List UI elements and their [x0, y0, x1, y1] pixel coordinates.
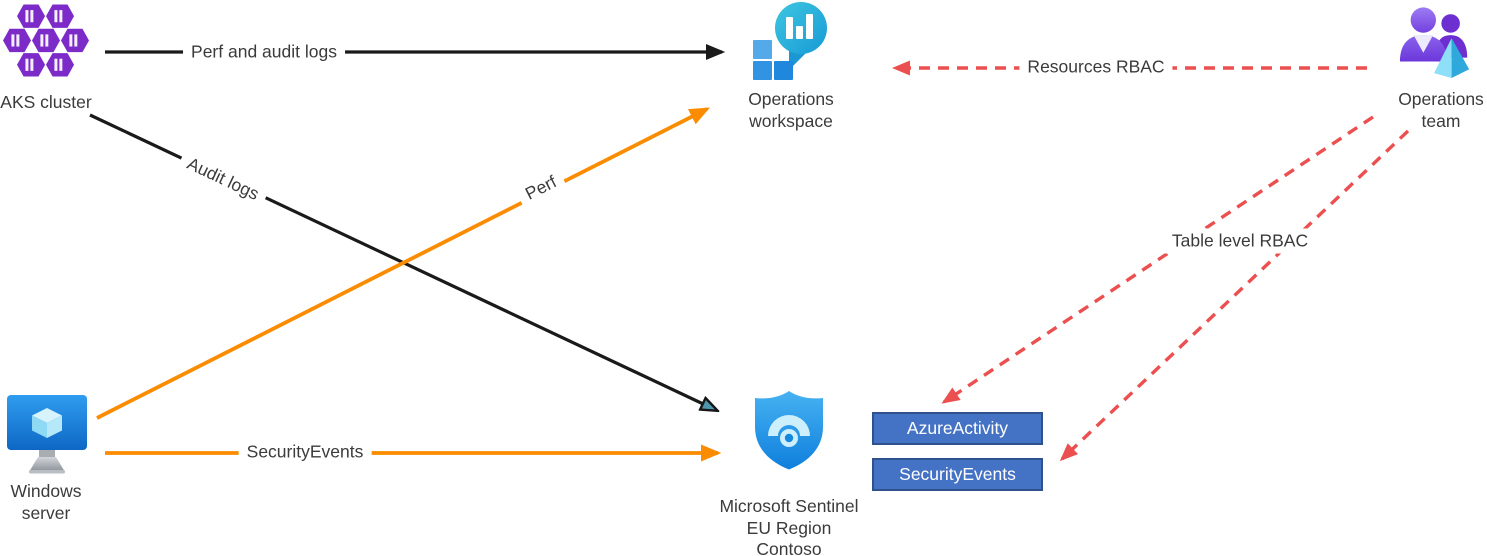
- edge-label-security-events: SecurityEvents: [238, 439, 372, 465]
- edge-table-level-rbac-securityevents: [1059, 129, 1410, 462]
- edge-label-table-level-rbac: Table level RBAC: [1163, 228, 1317, 254]
- log-analytics-workspace-icon: [745, 2, 831, 87]
- edge-label-resources-rbac: Resources RBAC: [1019, 54, 1173, 80]
- edge-label-perf-and-audit-logs: Perf and audit logs: [183, 39, 345, 65]
- microsoft-sentinel-icon: [747, 388, 831, 477]
- security-events-table-box: SecurityEvents: [872, 458, 1043, 491]
- microsoft-sentinel-label: Microsoft Sentinel EU Region Contoso: [719, 496, 859, 556]
- azure-activity-table-label: AzureActivity: [906, 418, 1009, 438]
- operations-team-label: Operations team: [1398, 89, 1484, 131]
- edge-perf: [96, 107, 711, 420]
- windows-server-icon: [6, 393, 88, 484]
- windows-server-label: Windows server: [10, 481, 82, 523]
- operations-workspace-label: Operations workspace: [748, 89, 834, 131]
- azure-activity-table-box: AzureActivity: [872, 412, 1043, 445]
- operations-team-icon: [1395, 2, 1477, 85]
- security-events-table-label: SecurityEvents: [899, 464, 1016, 484]
- edge-table-level-rbac-azureactivity: [941, 115, 1374, 404]
- aks-cluster-icon: [3, 3, 89, 82]
- aks-cluster-label: AKS cluster: [0, 92, 92, 112]
